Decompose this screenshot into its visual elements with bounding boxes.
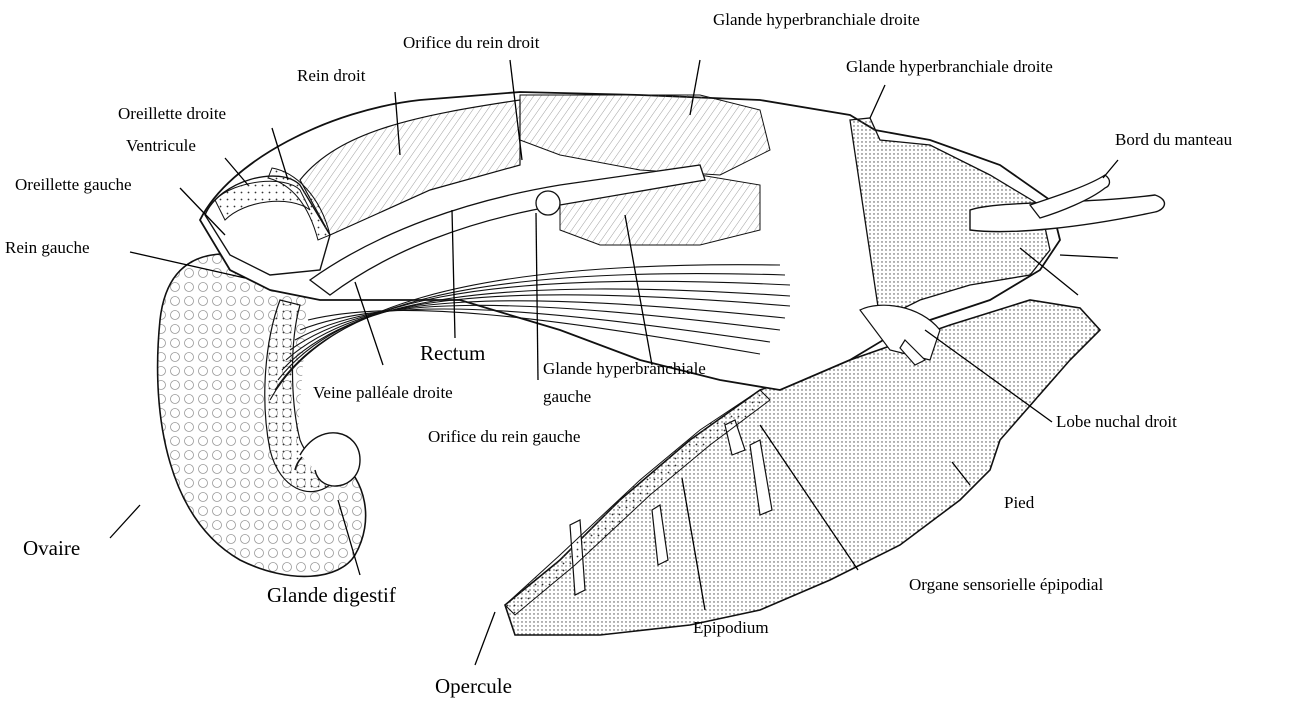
label-glande-hyperbranchiale-gauche-line2: gauche [543, 388, 591, 407]
label-organe-sensorielle: Organe sensorielle épipodial [909, 576, 1103, 595]
label-glande-hyperbranchiale-droite: Glande hyperbranchiale droite [846, 58, 1053, 77]
label-orifice-rein-gauche: Orifice du rein gauche [428, 428, 580, 447]
label-pied: Pied [1004, 494, 1034, 513]
label-veine-palleale-droite: Veine palléale droite [313, 384, 453, 403]
label-bord-du-manteau: Bord du manteau [1115, 131, 1232, 150]
label-ovaire: Ovaire [23, 537, 80, 560]
label-glande-hyperbranchiale-gauche-line1: Glande hyperbranchiale [543, 360, 706, 379]
label-ventricule: Ventricule [126, 137, 196, 156]
label-epipodium: Epipodium [693, 619, 769, 638]
label-rectum: Rectum [420, 342, 485, 365]
left-kidney-opening [536, 191, 560, 215]
label-rein-gauche: Rein gauche [5, 239, 90, 258]
label-oreillette-gauche: Oreillette gauche [15, 176, 132, 195]
label-glande-hyperbranchiale-droite-top: Glande hyperbranchiale droite [713, 11, 920, 30]
label-opercule: Opercule [435, 675, 512, 698]
label-orifice-rein-droit: Orifice du rein droit [403, 34, 539, 53]
label-lobe-nuchal-droit: Lobe nuchal droit [1056, 413, 1177, 432]
label-glande-digestif: Glande digestif [267, 584, 396, 607]
label-rein-droit: Rein droit [297, 67, 365, 86]
ovary-shape [158, 254, 366, 577]
label-oreillette-droite: Oreillette droite [118, 105, 226, 124]
